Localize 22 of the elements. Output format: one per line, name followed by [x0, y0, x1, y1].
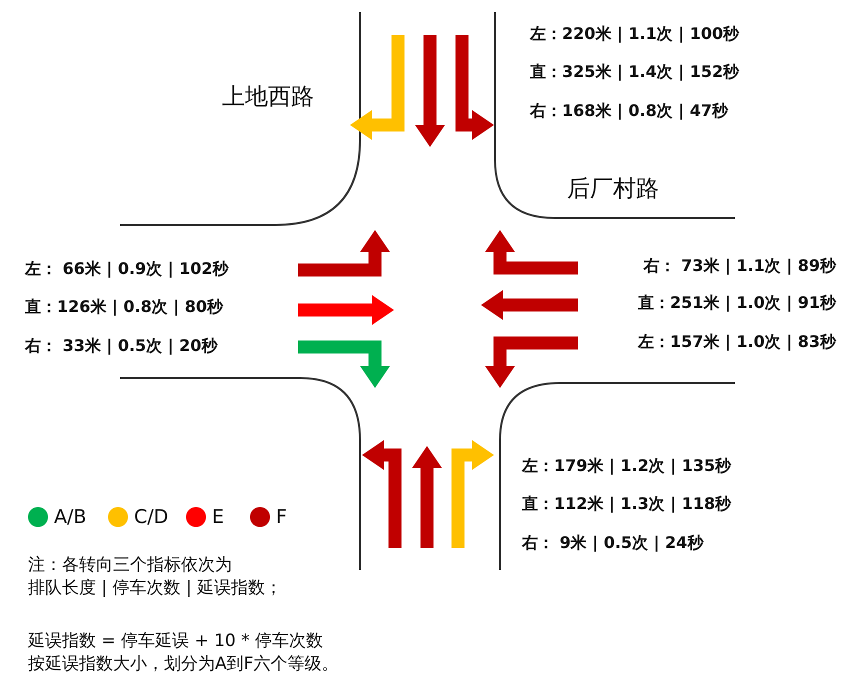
turn-stats: 左：220米 | 1.1次 | 100秒	[530, 24, 740, 44]
legend-label: A/B	[54, 506, 86, 528]
note-text: 按延误指数大小，划分为A到F六个等级。	[28, 654, 338, 674]
road-name: 上地西路	[222, 84, 314, 112]
note-text: 注：各转向三个指标依次为	[28, 555, 232, 576]
turn-stats: 右： 9米 | 0.5次 | 24秒	[522, 533, 704, 552]
turn-stats: 右： 33米 | 0.5次 | 20秒	[25, 336, 218, 356]
turn-stats: 左： 66米 | 0.9次 | 102秒	[25, 259, 229, 278]
legend-label: F	[276, 506, 287, 528]
turn-stats: 直：126米 | 0.8次 | 80秒	[25, 297, 223, 316]
turn-stats: 左：157米 | 1.0次 | 83秒	[638, 332, 836, 352]
turn-stats: 直：112米 | 1.3次 | 118秒	[522, 494, 732, 514]
note-text: 延误指数 = 停车延误 + 10 * 停车次数	[28, 631, 324, 652]
legend-label: E	[212, 506, 224, 528]
turn-stats: 右：168米 | 0.8次 | 47秒	[530, 101, 728, 120]
legend-label: C/D	[134, 506, 168, 528]
turn-stats: 直：325米 | 1.4次 | 152秒	[530, 62, 740, 82]
turn-stats: 直：251米 | 1.0次 | 91秒	[638, 293, 836, 312]
road-name: 后厂村路	[567, 176, 659, 204]
turn-stats: 右： 73米 | 1.1次 | 89秒	[644, 256, 836, 276]
turn-stats: 左：179米 | 1.2次 | 135秒	[522, 456, 732, 476]
note-text: 排队长度 | 停车次数 | 延误指数；	[28, 578, 282, 598]
